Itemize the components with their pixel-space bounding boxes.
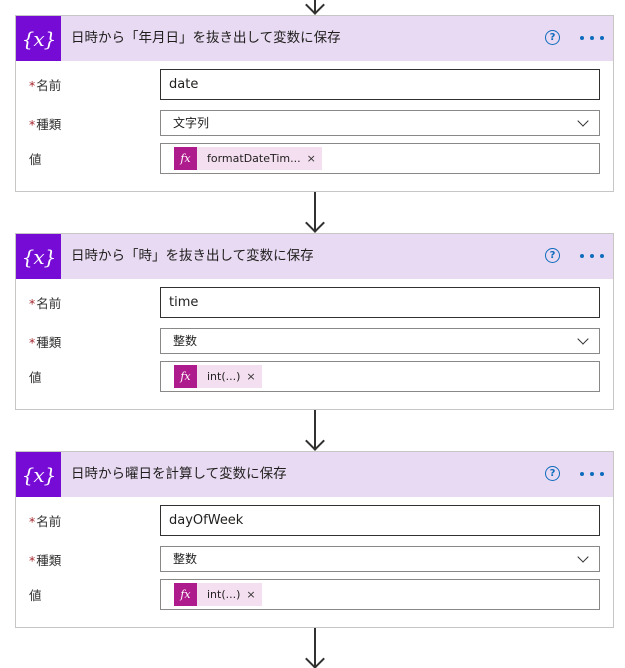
action-card-date: {x} 日時から「年月日」を抜き出して変数に保存 ? *名前 date *種類 … [15,15,614,192]
required-mark: * [29,117,36,132]
card-header[interactable]: {x} 日時から「年月日」を抜き出して変数に保存 ? [16,16,613,61]
card-title[interactable]: 日時から「年月日」を抜き出して変数に保存 [71,30,341,46]
required-mark: * [29,553,36,568]
chevron-down-icon [577,115,589,127]
fx-icon: fx [174,583,197,606]
connector-arrow [305,213,325,233]
connector-arrow [305,649,325,668]
expression-token[interactable]: fx formatDateTim... × [174,147,322,170]
name-label-text: 名前 [36,296,62,311]
type-label: *種類 [29,550,61,569]
required-mark: * [29,514,36,529]
type-select[interactable]: 整数 [160,546,600,572]
variable-icon: {x} [16,234,61,279]
fx-icon: fx [174,147,197,170]
required-mark: * [29,335,36,350]
more-options-icon[interactable] [580,247,604,265]
connector-arrow [305,431,325,451]
name-label: *名前 [29,511,61,530]
chevron-down-icon [577,551,589,563]
variable-icon: {x} [16,452,61,497]
variable-icon: {x} [16,16,61,61]
type-select[interactable]: 文字列 [160,110,600,136]
help-icon[interactable]: ? [545,466,560,481]
token-label: formatDateTim... [207,152,301,165]
connector-line [314,192,316,230]
token-label: int(...) [207,588,241,601]
required-mark: * [29,78,36,93]
type-select[interactable]: 整数 [160,328,600,354]
name-input[interactable]: date [160,69,600,100]
card-header[interactable]: {x} 日時から曜日を計算して変数に保存 ? [16,452,613,497]
type-select-value: 整数 [173,334,198,348]
connector-line [314,628,316,666]
type-select-value: 整数 [173,552,198,566]
name-label: *名前 [29,293,61,312]
fx-icon: fx [174,365,197,388]
name-input[interactable]: dayOfWeek [160,505,600,536]
type-select-value: 文字列 [173,116,210,130]
more-options-icon[interactable] [580,465,604,483]
type-label: *種類 [29,114,61,133]
connector-line [314,410,316,448]
chevron-down-icon [577,333,589,345]
connector-line [314,0,316,12]
value-input[interactable]: fx int(...) × [160,579,600,610]
value-input[interactable]: fx int(...) × [160,361,600,392]
connector-arrow [305,0,325,15]
value-label: 値 [29,152,42,167]
expression-token[interactable]: fx int(...) × [174,365,262,388]
name-label-text: 名前 [36,78,62,93]
help-icon[interactable]: ? [545,248,560,263]
type-label-text: 種類 [36,117,62,132]
token-label: int(...) [207,370,241,383]
card-title[interactable]: 日時から曜日を計算して変数に保存 [71,466,287,482]
type-label-text: 種類 [36,553,62,568]
type-label: *種類 [29,332,61,351]
help-icon[interactable]: ? [545,30,560,45]
more-options-icon[interactable] [580,29,604,47]
value-label: 値 [29,370,42,385]
action-card-time: {x} 日時から「時」を抜き出して変数に保存 ? *名前 time *種類 整数… [15,233,614,410]
expression-token[interactable]: fx int(...) × [174,583,262,606]
close-icon[interactable]: × [246,370,256,383]
card-title[interactable]: 日時から「時」を抜き出して変数に保存 [71,248,314,264]
type-label-text: 種類 [36,335,62,350]
value-label: 値 [29,588,42,603]
required-mark: * [29,296,36,311]
name-label: *名前 [29,75,61,94]
close-icon[interactable]: × [246,588,256,601]
name-label-text: 名前 [36,514,62,529]
name-input[interactable]: time [160,287,600,318]
action-card-day-of-week: {x} 日時から曜日を計算して変数に保存 ? *名前 dayOfWeek *種類… [15,451,614,628]
card-header[interactable]: {x} 日時から「時」を抜き出して変数に保存 ? [16,234,613,279]
close-icon[interactable]: × [306,152,316,165]
value-input[interactable]: fx formatDateTim... × [160,143,600,174]
